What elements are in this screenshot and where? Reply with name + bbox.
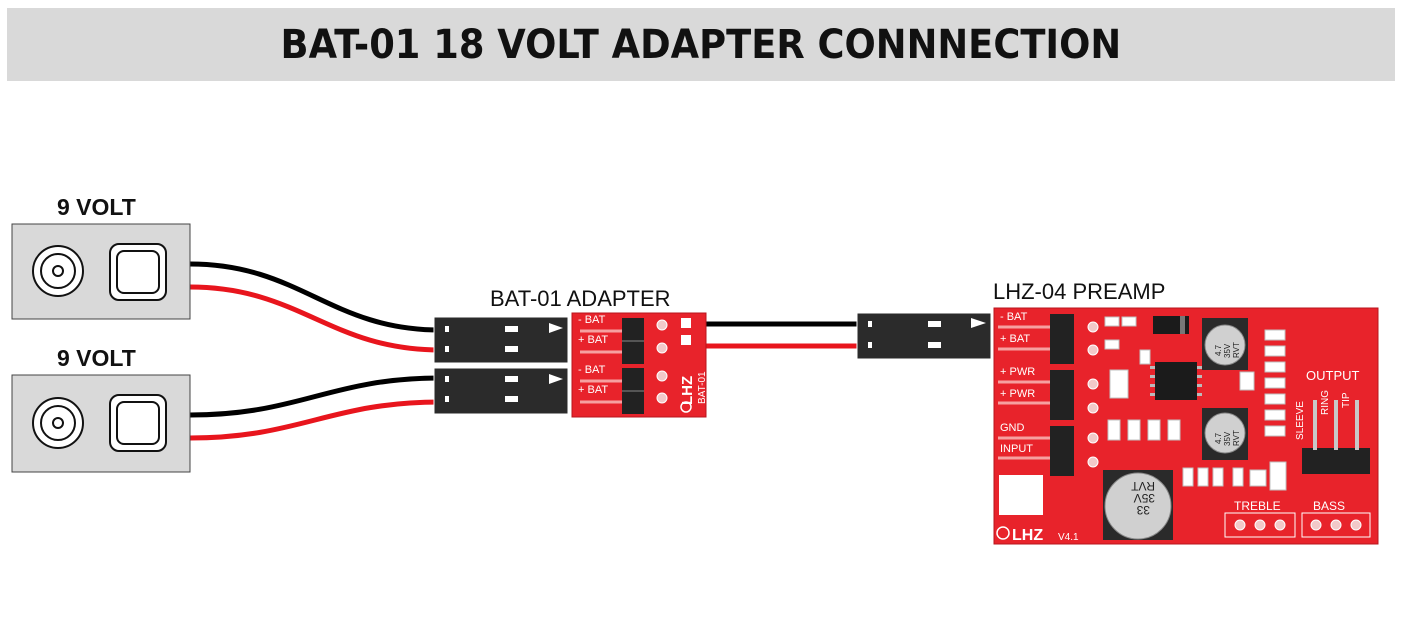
wire-bottom-black xyxy=(189,375,441,418)
preamp-bass-label: BASS xyxy=(1313,499,1345,513)
output-pin-sleeve: SLEEVE xyxy=(1295,401,1306,440)
preamp-pin-4: + PWR xyxy=(1000,388,1035,400)
output-pin-ring: RING xyxy=(1320,390,1331,415)
preamp-pin-5: GND xyxy=(1000,422,1025,434)
adapter-pin-4: + BAT xyxy=(578,384,608,396)
preamp-pad xyxy=(999,475,1043,515)
cap-mid-line2: 35V xyxy=(1223,431,1232,446)
battery-top xyxy=(11,223,191,320)
preamp-logo-icon xyxy=(996,526,1010,540)
preamp-header-input xyxy=(1050,426,1074,476)
adapter-pin-1: - BAT xyxy=(578,314,606,326)
preamp-cap-large: 33 35V RVT xyxy=(1103,470,1173,540)
preamp-pin-6: INPUT xyxy=(1000,443,1033,455)
battery-bottom-label: 9 VOLT xyxy=(57,345,136,371)
adapter-pin-2: + BAT xyxy=(578,334,608,346)
cap-large-line3: RVT xyxy=(1131,479,1155,493)
preamp-pcb: - BAT + BAT + PWR + PWR GND INPUT xyxy=(993,307,1379,545)
wire-bottom-red xyxy=(189,399,441,441)
preamp-output-label: OUTPUT xyxy=(1306,368,1360,383)
adapter-pcb: - BAT + BAT - BAT + BAT LHZ BAT-01 xyxy=(571,312,708,418)
connector-preamp xyxy=(856,312,992,360)
cap-top-line2: 35V xyxy=(1223,343,1232,358)
preamp-output-header xyxy=(1302,448,1370,474)
cap-mid-line1: 4.7 xyxy=(1214,432,1223,444)
preamp-version: V4.1 xyxy=(1058,532,1079,543)
preamp-brand: LHZ xyxy=(1012,527,1043,544)
battery-top-label: 9 VOLT xyxy=(57,194,136,220)
output-pin-tip: TIP xyxy=(1341,392,1352,408)
preamp-pin-1: - BAT xyxy=(1000,311,1028,323)
cap-top-line3: RVT xyxy=(1232,342,1241,358)
cap-top-line1: 4.7 xyxy=(1214,344,1223,356)
cap-large-line2: 35V xyxy=(1134,491,1155,505)
title-bar: BAT-01 18 VOLT ADAPTER CONNNECTION xyxy=(7,8,1395,81)
connector-top xyxy=(433,316,569,364)
preamp-cap-small-mid: 4.7 35V RVT xyxy=(1202,408,1248,460)
wires xyxy=(189,261,860,441)
preamp-header-pwr xyxy=(1050,370,1074,420)
bass-pot-pads xyxy=(1301,512,1371,538)
wire-top-red xyxy=(189,284,441,353)
adapter-label: BAT-01 ADAPTER xyxy=(490,286,671,311)
preamp-label: LHZ-04 PREAMP xyxy=(993,279,1166,304)
preamp-pin-3: + PWR xyxy=(1000,366,1035,378)
preamp-treble-label: TREBLE xyxy=(1234,499,1281,513)
adapter-pin-3: - BAT xyxy=(578,364,606,376)
preamp-pin-2: + BAT xyxy=(1000,333,1030,345)
cap-mid-line3: RVT xyxy=(1232,430,1241,446)
battery-bottom xyxy=(11,374,191,473)
treble-pot-pads xyxy=(1224,512,1296,538)
page-title: BAT-01 18 VOLT ADAPTER CONNNECTION xyxy=(280,21,1122,68)
preamp-ic xyxy=(1155,362,1197,400)
wire-top-black xyxy=(189,261,441,333)
cap-large-line1: 33 xyxy=(1136,503,1150,517)
preamp-header-bat xyxy=(1050,314,1074,364)
adapter-brand: LHZ xyxy=(679,376,696,405)
adapter-model: BAT-01 xyxy=(697,371,708,404)
connector-bottom xyxy=(433,367,569,415)
preamp-cap-small-top: 4.7 35V RVT xyxy=(1202,318,1248,370)
adapter-logo-icon xyxy=(680,401,692,413)
